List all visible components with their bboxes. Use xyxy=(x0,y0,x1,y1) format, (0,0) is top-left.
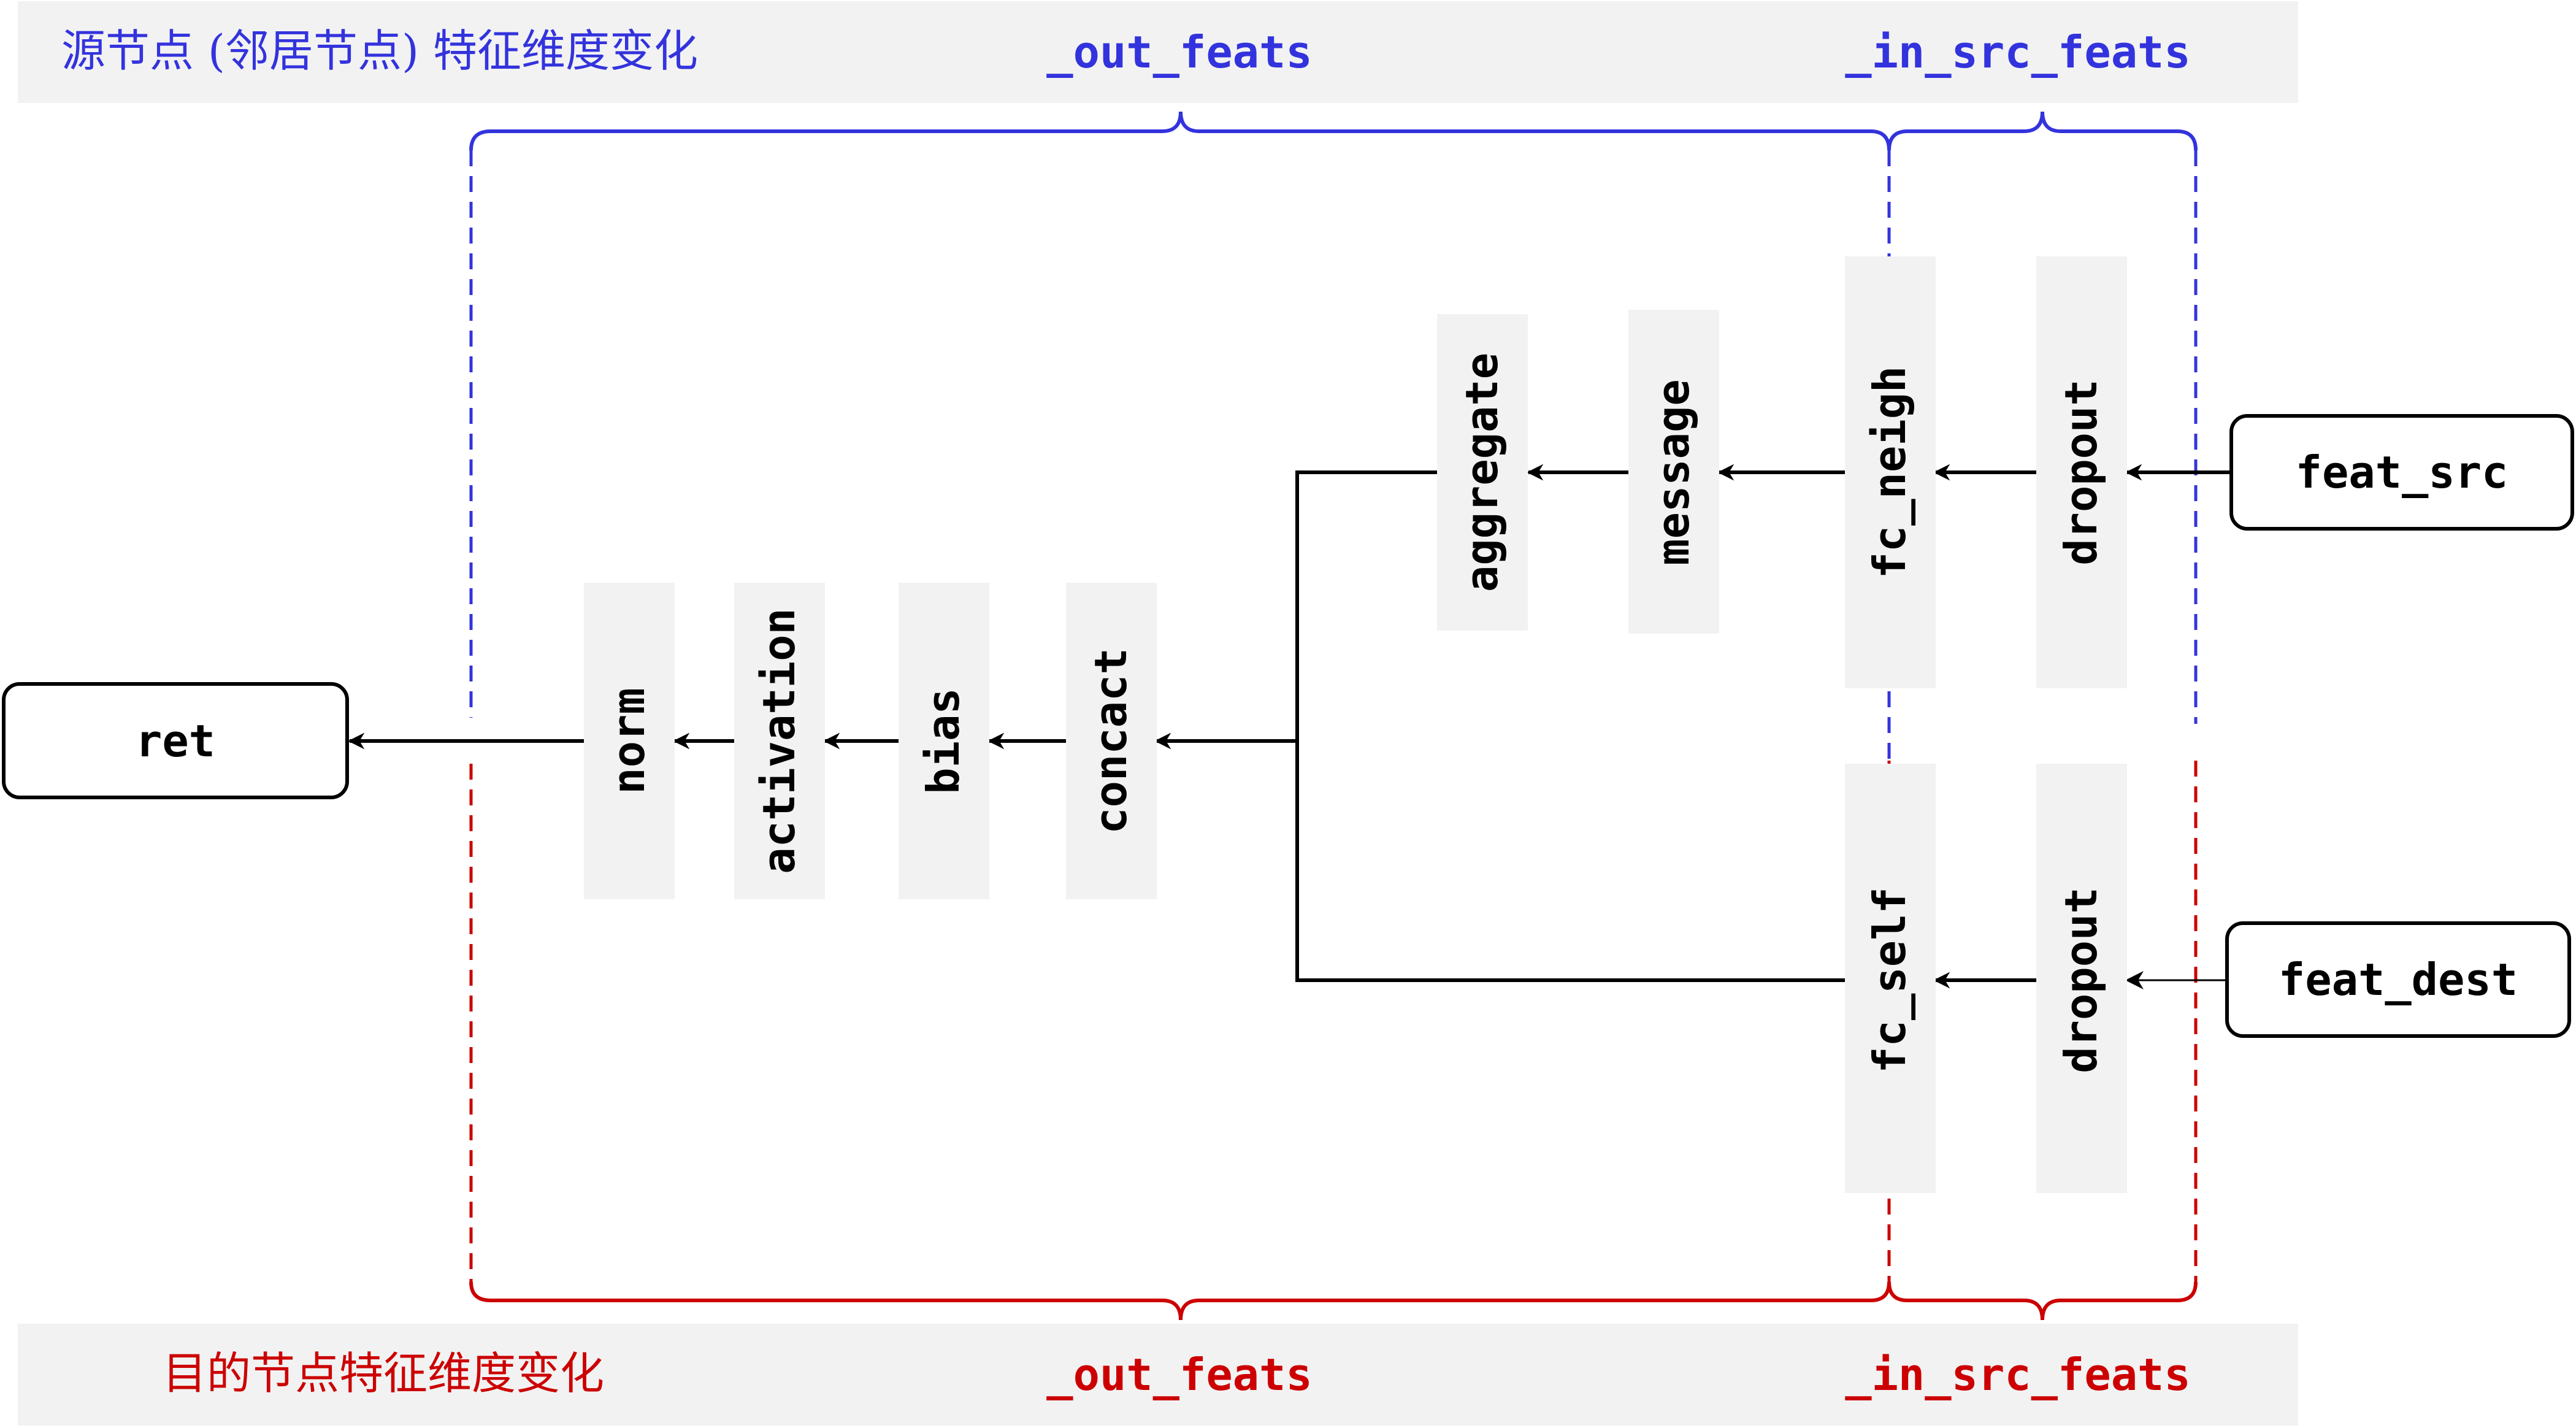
node-ret-label: ret xyxy=(136,715,215,767)
top-in-src-feats-brace xyxy=(1887,111,2198,151)
block-dropout-src-label: dropout xyxy=(2055,379,2107,565)
bottom-band xyxy=(18,1324,2298,1426)
node-feat-dest-label: feat_dest xyxy=(2279,954,2518,1005)
top-band xyxy=(18,1,2298,103)
bottom-out-feats-label: _out_feats xyxy=(1046,1349,1312,1400)
edge-aggregate-to-junction xyxy=(1295,470,1845,982)
block-fc-neigh-label: fc_neigh xyxy=(1864,366,1915,579)
block-norm-label: norm xyxy=(603,688,654,794)
block-fc-self: fc_self xyxy=(1845,764,1936,1193)
block-fc-neigh: fc_neigh xyxy=(1845,256,1936,688)
block-concact-label: concact xyxy=(1085,648,1137,834)
bottom-out-feats-brace xyxy=(469,1281,1891,1321)
top-out-feats-label: _out_feats xyxy=(1046,26,1312,78)
block-dropout-dest: dropout xyxy=(2036,764,2127,1193)
block-aggregate: aggregate xyxy=(1437,314,1528,631)
bottom-in-src-feats-label: _in_src_feats xyxy=(1845,1349,2191,1400)
node-feat-dest: feat_dest xyxy=(2225,921,2571,1038)
block-aggregate-label: aggregate xyxy=(1456,353,1508,592)
block-bias-label: bias xyxy=(918,688,969,794)
block-dropout-dest-label: dropout xyxy=(2055,887,2107,1073)
block-message-label: message xyxy=(1647,379,1699,565)
block-concact: concact xyxy=(1066,583,1157,899)
block-fc-self-label: fc_self xyxy=(1864,887,1915,1073)
top-in-src-feats-label: _in_src_feats xyxy=(1845,26,2191,78)
top-band-title: 源节点 (邻居节点) 特征维度变化 xyxy=(61,25,698,77)
bottom-in-src-feats-brace xyxy=(1887,1281,2198,1321)
block-activation: activation xyxy=(734,583,825,899)
block-dropout-src: dropout xyxy=(2036,256,2127,688)
node-feat-src: feat_src xyxy=(2229,414,2574,531)
bottom-band-title: 目的节点特征维度变化 xyxy=(163,1348,604,1399)
block-norm: norm xyxy=(584,583,675,899)
block-activation-label: activation xyxy=(753,608,805,873)
block-message: message xyxy=(1628,310,1719,634)
top-out-feats-brace xyxy=(469,111,1891,151)
block-bias: bias xyxy=(899,583,989,899)
node-ret: ret xyxy=(2,682,349,799)
node-feat-src-label: feat_src xyxy=(2296,447,2509,498)
